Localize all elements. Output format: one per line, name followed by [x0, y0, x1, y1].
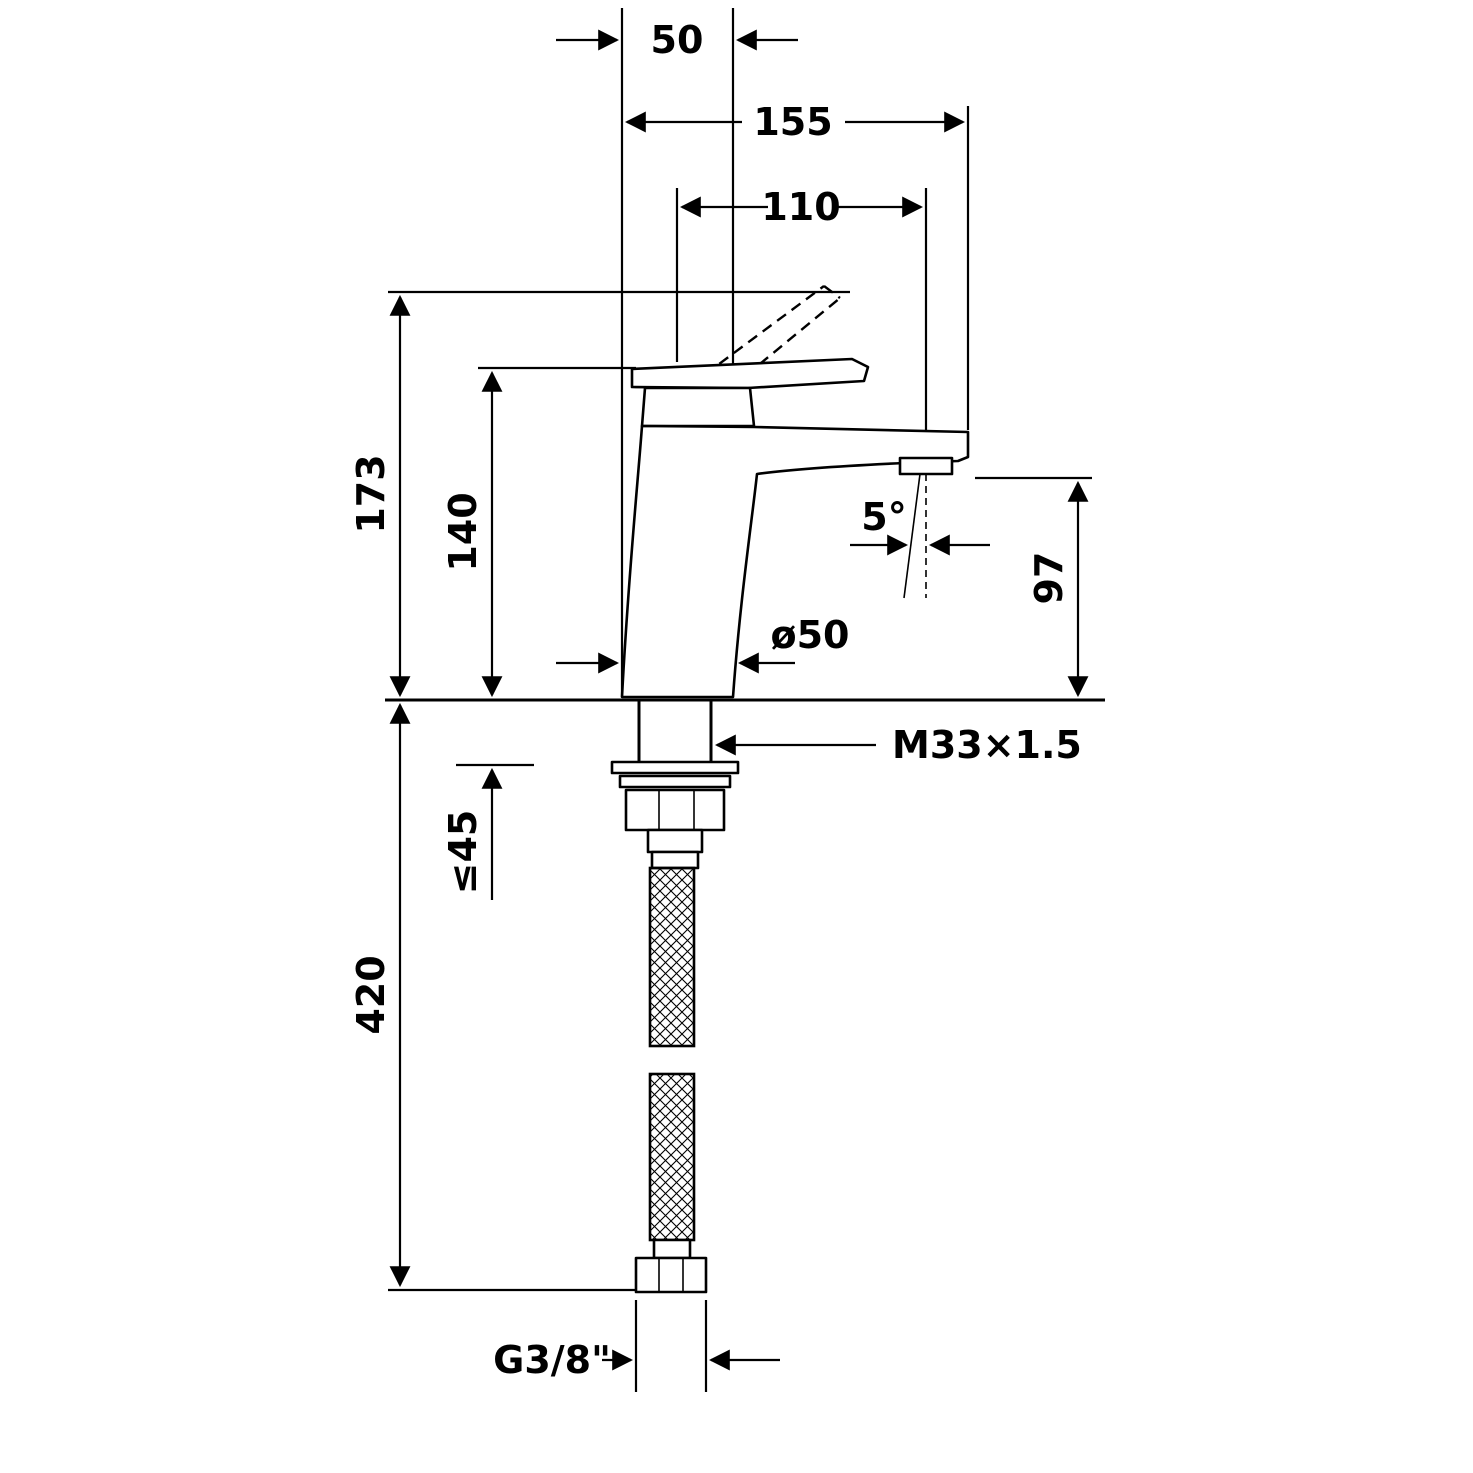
spout-angle-label: 5°: [861, 495, 906, 539]
dimension-hose-connection-label: G3/8": [493, 1338, 611, 1382]
hose-ferrule-top: [650, 850, 700, 870]
dimension-outlet-height: 97: [1027, 480, 1089, 698]
aerator: [898, 456, 954, 476]
dimension-total-depth: 155: [624, 100, 966, 144]
dimension-outlet-height-label: 97: [1027, 552, 1071, 605]
hose-nipple: [646, 828, 704, 854]
hose-segment-lower: [648, 1072, 696, 1242]
dimension-shank-thread-label: M33×1.5: [892, 723, 1082, 767]
dimension-deck-thickness-label: ≤45: [441, 810, 485, 895]
dimension-hose-length-label: 420: [349, 955, 393, 1034]
cartridge-housing: [640, 386, 756, 428]
lever-handle: [630, 357, 870, 390]
mounting-nut: [624, 788, 726, 832]
dimension-hose-length: 420: [349, 702, 411, 1288]
dimension-base-diameter-label: ø50: [771, 613, 850, 657]
dimension-spout-reach: 110: [679, 185, 924, 229]
dimension-body-height-label: 140: [441, 492, 485, 571]
faucet-body-group: [620, 285, 970, 699]
body-and-spout: [620, 424, 970, 699]
dimension-lever-height: 173: [349, 294, 411, 698]
washer-upper: [610, 760, 740, 775]
extension-lines: [388, 8, 1092, 1392]
hose-segment-upper: [648, 866, 696, 1048]
mounting-hardware-group: [610, 700, 740, 870]
dimension-deck-thickness: ≤45: [441, 767, 503, 900]
hose-ferrule-bottom: [652, 1238, 692, 1260]
washer-lower: [618, 774, 732, 789]
dimension-spout-reach-label: 110: [761, 185, 840, 229]
dimension-total-depth-label: 155: [753, 100, 832, 144]
dimension-body-height: 140: [441, 370, 503, 698]
lever-raised-dashed: [675, 285, 841, 411]
dimension-lever-height-label: 173: [349, 454, 393, 533]
dimension-top-width-label: 50: [651, 18, 704, 62]
dimension-base-diameter: ø50: [556, 613, 850, 674]
supply-hose-group: [634, 866, 708, 1294]
dimension-hose-connection: G3/8": [493, 1338, 780, 1382]
dimension-top-width: 50: [556, 18, 798, 62]
dimension-shank-thread: M33×1.5: [714, 723, 1082, 767]
spout-angle-group: 5°: [850, 473, 990, 599]
hose-end-nut: [634, 1256, 708, 1294]
